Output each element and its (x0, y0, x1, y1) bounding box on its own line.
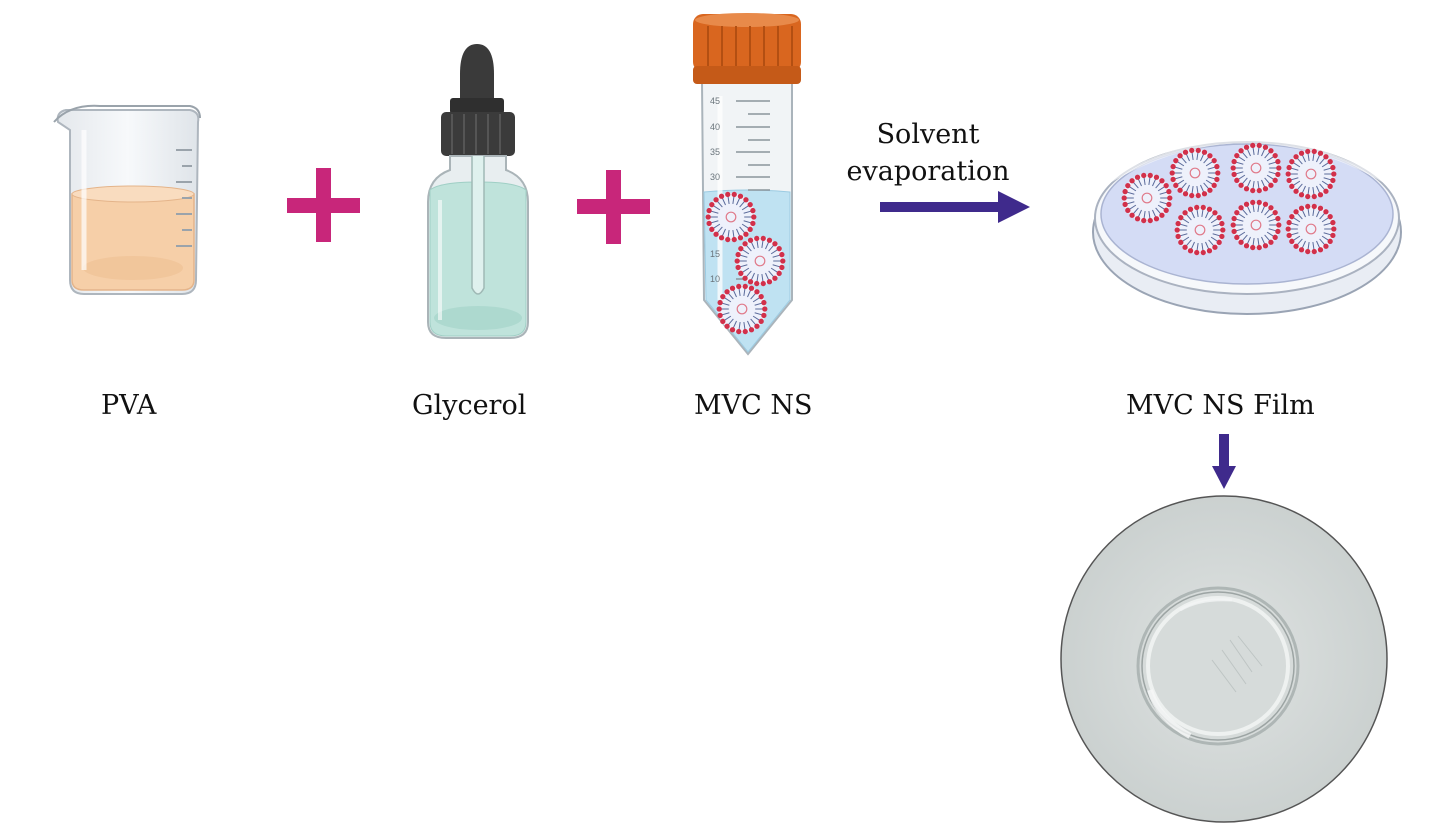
tube-graduation-label: 15 (710, 249, 720, 259)
label-mvc-ns: MVC NS (694, 390, 813, 421)
nanosponge-icon (716, 283, 768, 335)
tube-graduation-label: 40 (710, 122, 720, 132)
film-photo (1060, 495, 1388, 823)
label-mvc-ns-film: MVC NS Film (1126, 390, 1315, 421)
label-pva: PVA (101, 390, 157, 421)
arrow-down-icon (1212, 434, 1236, 489)
nanosponge-icon (1285, 148, 1337, 200)
nanosponge-icon (1169, 147, 1221, 199)
nanosponge-icon (1285, 203, 1337, 255)
nanosponge-icon (734, 235, 786, 287)
process-label-line-1: Solvent (876, 119, 980, 150)
centrifuge-tube-icon: 45 40 35 30 15 10 (693, 13, 801, 356)
nanosponge-icon (1230, 142, 1282, 194)
tube-graduation-label: 30 (710, 172, 720, 182)
beaker-icon (53, 104, 201, 295)
nanosponge-icon (1121, 172, 1173, 224)
petri-dish-icon (1092, 139, 1402, 315)
tube-graduation-label: 10 (710, 274, 720, 284)
tube-graduation-label: 45 (710, 96, 720, 106)
dropper-bottle-icon (427, 44, 529, 339)
arrow-right-icon (880, 191, 1030, 223)
process-label-line-2: evaporation (846, 156, 1010, 187)
nanosponge-icon (1174, 204, 1226, 256)
process-label: Solvent evaporation (838, 116, 1018, 190)
plus-icon (287, 168, 360, 242)
tube-graduation-label: 35 (710, 147, 720, 157)
label-glycerol: Glycerol (412, 390, 527, 421)
nanosponge-icon (1230, 199, 1282, 251)
nanosponge-icon (705, 191, 757, 243)
plus-icon (577, 170, 650, 244)
